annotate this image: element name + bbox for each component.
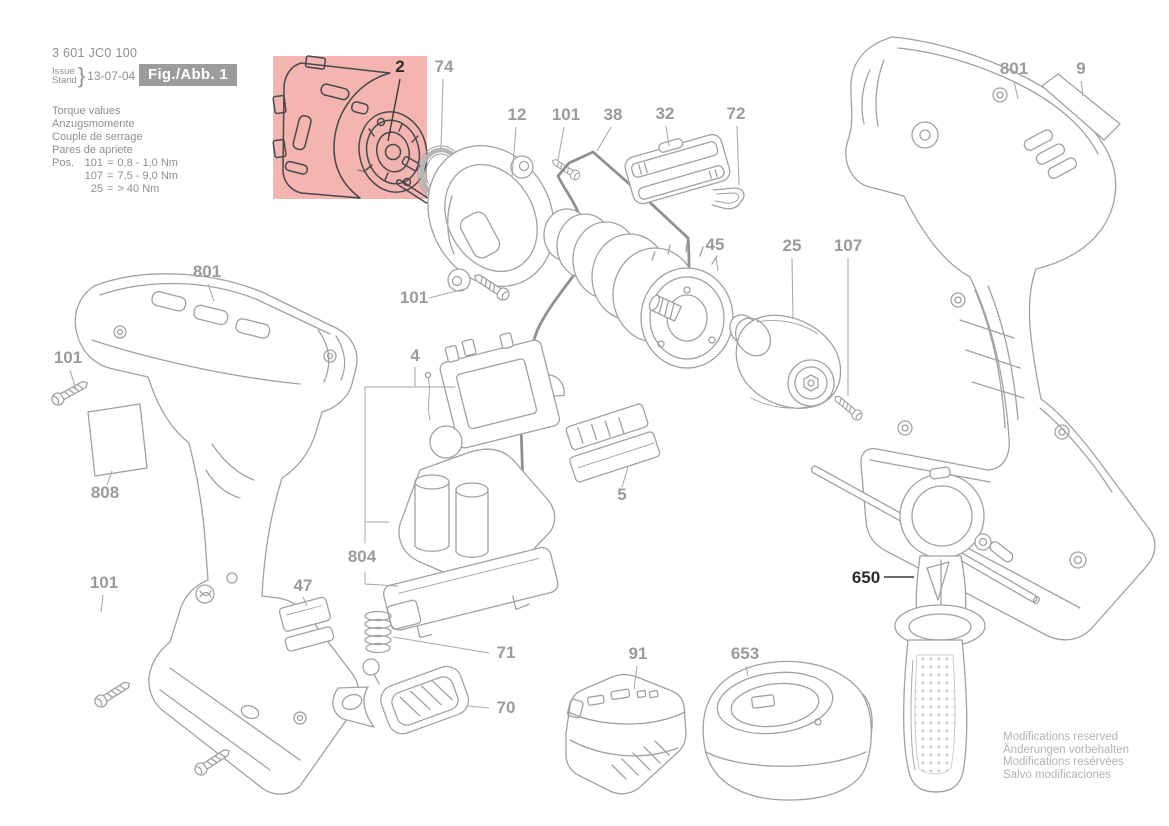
- part-callout-5[interactable]: 5: [617, 485, 626, 504]
- callout-layer: 2 74 12 101 38 32 72 801 9 45 25 107 801 101 101 808 4 80…: [54, 57, 1086, 717]
- aux-handle-drawing[interactable]: [894, 466, 1015, 793]
- leader-line: [736, 125, 740, 186]
- retaining-clip-drawing[interactable]: [711, 187, 745, 210]
- leader-line: [745, 665, 749, 677]
- selection-highlight: [273, 56, 427, 199]
- leader-line: [1013, 80, 1019, 100]
- gear-selector-drawing[interactable]: [621, 127, 732, 206]
- brace-glyph: }: [77, 63, 86, 88]
- part-callout-25[interactable]: 25: [783, 236, 802, 255]
- leader-line: [302, 596, 308, 607]
- part-callout-32[interactable]: 32: [656, 104, 675, 123]
- footer-line: Änderungen vorbehalten: [1003, 743, 1129, 756]
- part-callout-4[interactable]: 4: [410, 346, 420, 365]
- part-callout-91[interactable]: 91: [629, 644, 648, 663]
- spring-drawing[interactable]: [364, 610, 392, 654]
- gearbox-drawing[interactable]: [543, 208, 734, 369]
- nameplate-sticker-drawing[interactable]: [1041, 73, 1121, 141]
- bearing-flange-drawing[interactable]: [404, 123, 578, 308]
- leader-line: [596, 126, 612, 152]
- screw-drawing[interactable]: [92, 677, 134, 710]
- leader-line: [633, 665, 638, 690]
- part-callout-47[interactable]: 47: [294, 576, 313, 595]
- leader-line: [621, 466, 629, 488]
- part-callout-101[interactable]: 101: [400, 288, 428, 307]
- part-callout-804[interactable]: 804: [348, 547, 377, 566]
- button-drawing[interactable]: [277, 596, 337, 652]
- torque-note: Torque values Anzugsmomente Couple de se…: [52, 105, 178, 196]
- leader-line: [387, 78, 401, 142]
- leader-line: [428, 287, 469, 299]
- part-callout-650[interactable]: 650: [852, 568, 880, 587]
- leader-line: [440, 78, 444, 150]
- part-callout-101[interactable]: 101: [54, 348, 82, 367]
- screw-drawing[interactable]: [49, 376, 91, 408]
- part-callout-808[interactable]: 808: [91, 483, 119, 502]
- issue-label: Issue: [52, 65, 75, 77]
- leader-line: [100, 594, 104, 613]
- drawing-header: 3 601 JC0 100 Issue Stand } 13-07-04: [52, 46, 137, 89]
- switch-module-drawing[interactable]: [398, 320, 572, 586]
- stand-label: Stand: [52, 75, 77, 86]
- part-callout-74[interactable]: 74: [435, 57, 454, 76]
- torque-entry: 25 = > 40 Nm: [90, 183, 160, 195]
- part-callout-801[interactable]: 801: [193, 262, 221, 281]
- torque-line: Torque values: [52, 105, 121, 117]
- part-callout-12[interactable]: 12: [508, 105, 527, 124]
- leader-line: [392, 636, 490, 654]
- torque-entry: 107 = 7,5 - 9,0 Nm: [84, 170, 178, 182]
- footer-line: Modifications reserved: [1003, 731, 1119, 743]
- leader-line: [791, 257, 794, 320]
- leader-line: [511, 126, 517, 178]
- torque-entry: Pos. 101 = 0,8 - 1,0 Nm: [52, 157, 178, 169]
- leader-line: [467, 705, 490, 709]
- footer-line: Salvo modificaciones: [1003, 768, 1112, 781]
- base-plate-drawing[interactable]: [382, 546, 563, 644]
- part-number: 3 601 JC0 100: [52, 46, 138, 60]
- part-callout-70[interactable]: 70: [497, 698, 516, 717]
- leader-line: [106, 470, 113, 486]
- charger-drawing[interactable]: [702, 660, 879, 801]
- part-callout-71[interactable]: 71: [497, 643, 516, 662]
- part-callout-101[interactable]: 101: [552, 105, 580, 124]
- torque-line: Anzugsmomente: [52, 118, 135, 130]
- contact-plate-drawing[interactable]: [560, 402, 661, 483]
- screw-drawing[interactable]: [192, 745, 234, 778]
- leader-line: [665, 125, 670, 147]
- part-callout-107[interactable]: 107: [834, 236, 862, 255]
- battery-pack-drawing[interactable]: [565, 674, 687, 795]
- leader-line: [1080, 80, 1084, 97]
- part-callout-2[interactable]: 2: [395, 57, 404, 76]
- torque-line: Couple de serrage: [52, 131, 143, 143]
- part-callout-72[interactable]: 72: [727, 104, 746, 123]
- leader-line: [69, 369, 77, 390]
- left-housing-drawing[interactable]: [74, 273, 360, 795]
- chuck-drawing[interactable]: [724, 309, 842, 409]
- direction-lever-drawing[interactable]: [332, 658, 473, 738]
- part-callout-38[interactable]: 38: [604, 105, 623, 124]
- part-callout-101[interactable]: 101: [90, 573, 118, 592]
- modifications-note: Modifications reserved Änderungen vorbeh…: [1003, 731, 1129, 781]
- issue-date: 13-07-04: [87, 69, 136, 83]
- figure-badge: Fig./Abb. 1: [139, 64, 237, 86]
- leader-line: [557, 126, 565, 161]
- group-bracket: [364, 386, 456, 587]
- footer-line: Modifications resérvées: [1003, 756, 1124, 768]
- screw-drawing[interactable]: [831, 392, 865, 423]
- label-sticker-drawing[interactable]: [87, 403, 148, 477]
- part-callout-653[interactable]: 653: [731, 644, 759, 663]
- leader-line: [715, 256, 719, 272]
- torque-line: Pares de apriete: [52, 144, 133, 156]
- leader-line: [207, 283, 215, 302]
- part-callout-801[interactable]: 801: [1000, 59, 1028, 78]
- part-callout-9[interactable]: 9: [1076, 59, 1085, 78]
- part-callout-45[interactable]: 45: [706, 235, 725, 254]
